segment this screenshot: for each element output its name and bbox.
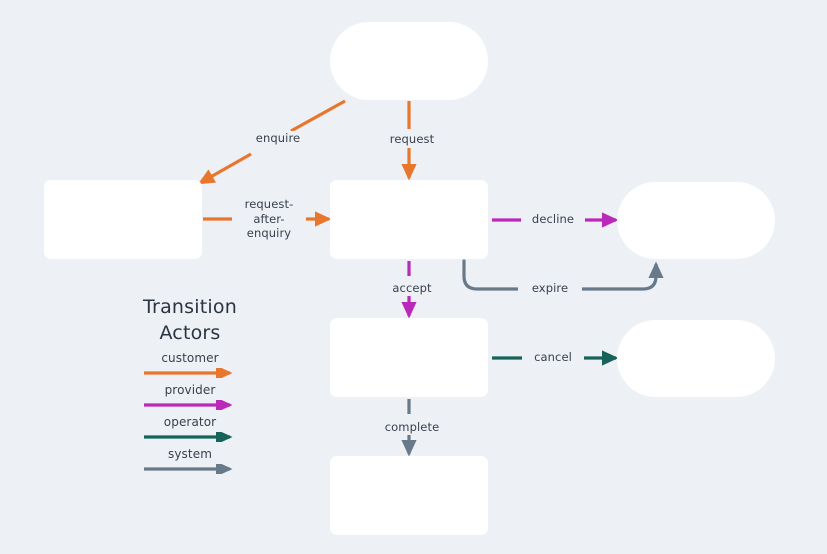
legend-arrow-provider-icon <box>144 400 233 410</box>
legend-entry-label-system: system <box>168 447 212 461</box>
edge-label-request: request <box>371 132 453 147</box>
state-node-enquiry[interactable] <box>44 180 202 259</box>
legend-entry-label-customer: customer <box>161 351 219 365</box>
state-node-accepted[interactable] <box>330 318 488 397</box>
edge-label-complete: complete <box>371 420 453 435</box>
legend-entry-label-operator: operator <box>163 415 217 429</box>
edge-path-expire-right <box>573 261 664 291</box>
state-node-start[interactable] <box>330 22 488 100</box>
state-node-completed[interactable] <box>330 456 488 535</box>
edge-path-enquire-arrow <box>197 152 252 185</box>
legend-entry-customer: customer <box>120 350 260 378</box>
edge-label-cancel: cancel <box>522 350 584 365</box>
legend-entry-provider: provider <box>120 382 260 410</box>
legend-title-line1: Transition <box>143 296 237 318</box>
edge-path-enquire <box>290 99 346 133</box>
state-node-cancelled[interactable] <box>617 320 775 397</box>
legend-arrow-operator-icon <box>144 432 233 442</box>
edge-label-expire: expire <box>518 281 582 296</box>
legend: Transition Actors customer provider oper… <box>120 294 260 474</box>
legend-arrow-customer-icon <box>144 368 233 378</box>
legend-entry-label-provider: provider <box>164 383 216 397</box>
edge-path-expire-left <box>462 259 521 291</box>
state-node-declined[interactable] <box>617 182 775 259</box>
edge-label-enquire: enquire <box>237 131 319 146</box>
legend-entry-operator: operator <box>120 414 260 442</box>
state-node-requested[interactable] <box>330 180 488 259</box>
edge-label-accept: accept <box>379 281 445 296</box>
legend-entry-system: system <box>120 446 260 474</box>
edge-label-request-after-enquiry: request- after- enquiry <box>232 197 306 241</box>
legend-title: Transition Actors <box>120 294 260 346</box>
legend-arrow-system-icon <box>144 464 233 474</box>
edge-label-decline: decline <box>521 212 585 227</box>
legend-title-line2: Actors <box>159 322 221 344</box>
